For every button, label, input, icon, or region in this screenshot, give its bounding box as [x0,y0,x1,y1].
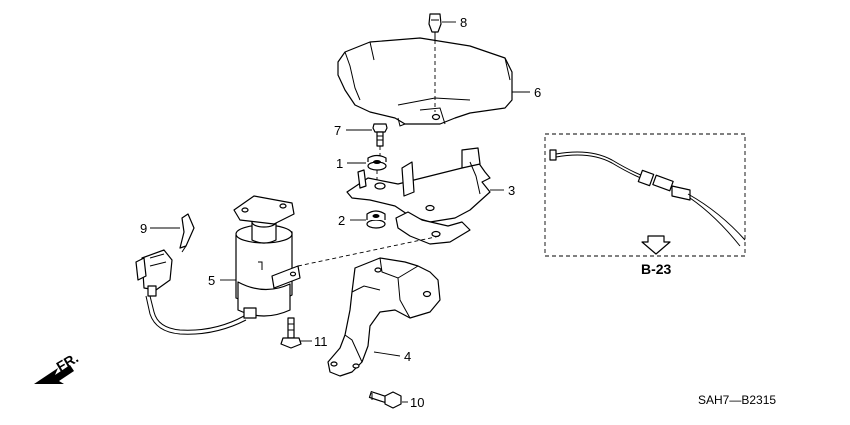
callout-8: 8 [460,15,467,30]
direction-label: FR. [54,349,82,374]
callout-6: 6 [534,85,541,100]
part-grommet-1 [367,154,387,182]
part-grommet-2 [366,210,386,229]
callout-5: 5 [208,273,215,288]
part-bolt-11 [280,317,302,349]
part-lower-plate [395,211,471,245]
part-actuator-5 [233,195,441,319]
callout-2: 2 [338,213,345,228]
callout-labels: 8 6 7 1 3 2 9 5 4 11 10 [140,15,541,410]
callout-11: 11 [314,334,328,349]
diagram-code: SAH7—B2315 [698,393,776,407]
reference-arrow-icon [641,235,671,255]
part-mount-bracket-4 [327,257,441,377]
part-bolt-10 [368,391,402,409]
part-cover [337,37,513,127]
part-clip-9 [179,213,195,253]
inset-box [544,133,746,257]
callout-10: 10 [410,395,424,410]
part-harness [135,249,247,335]
reference-label: B-23 [641,261,672,277]
leader-lines [150,21,530,403]
part-screw-7 [372,123,388,156]
callout-1: 1 [336,156,343,171]
callout-7: 7 [334,123,341,138]
part-bracket-3 [346,147,491,223]
callout-4: 4 [404,349,411,364]
part-pin [428,13,442,112]
callout-3: 3 [508,183,515,198]
direction-arrow-icon [34,365,74,384]
callout-9: 9 [140,221,147,236]
